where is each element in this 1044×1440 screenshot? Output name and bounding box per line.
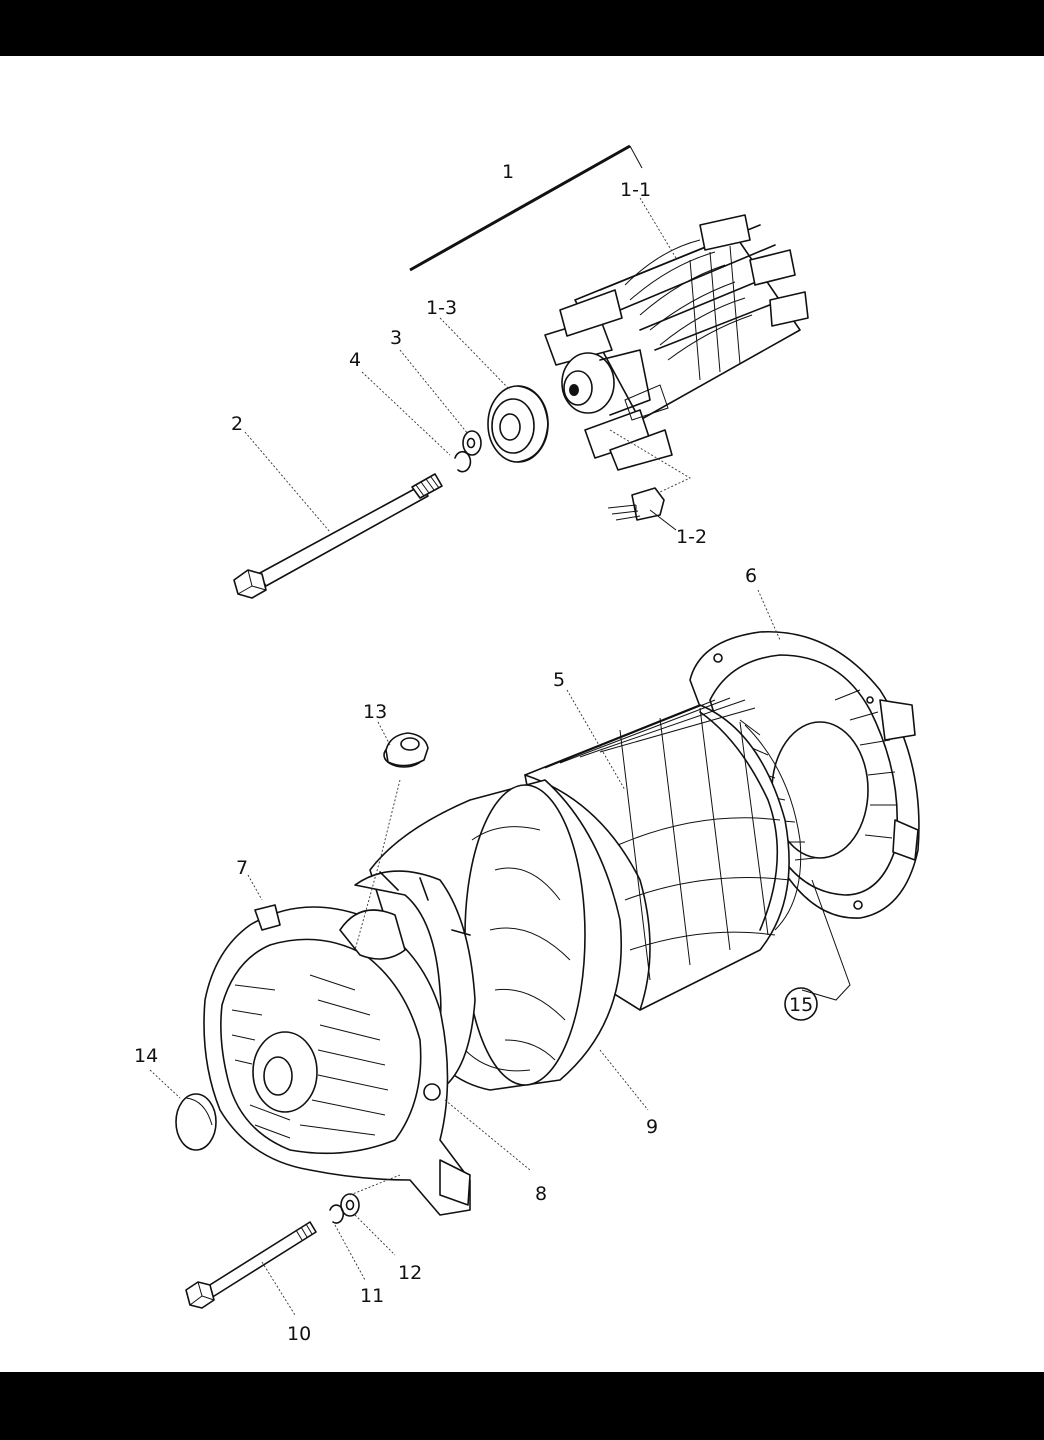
grommet-13 [384,733,428,767]
label-part-11: 11 [360,1285,384,1307]
label-part-7: 7 [236,857,248,879]
label-part-13: 13 [363,701,387,723]
rotor-assembly-bracket [410,146,642,270]
label-part-10: 10 [287,1323,311,1345]
label-part-8: 8 [535,1183,547,1205]
label-part-2: 2 [231,413,243,435]
label-part-14: 14 [134,1045,158,1067]
diode-1-2 [608,488,664,520]
label-part-3: 3 [390,327,402,349]
through-bolt-2 [234,474,442,598]
label-part-9: 9 [646,1116,658,1138]
label-part-1: 1 [502,161,514,183]
bearing-1-3 [488,386,548,462]
label-part-5: 5 [553,669,565,691]
label-part-4: 4 [349,349,361,371]
washer-3 [463,431,481,455]
label-part-1-2: 1-2 [676,526,707,548]
lock-washer-11 [330,1205,343,1223]
through-bolt-10 [186,1222,316,1308]
rotor-1-1 [545,215,808,470]
label-part-1-1: 1-1 [620,179,651,201]
label-part-1-3: 1-3 [426,297,457,319]
label-part-12: 12 [398,1262,422,1284]
label-part-6: 6 [745,565,757,587]
cover-14 [176,1094,216,1150]
label-part-15: 15 [789,994,813,1016]
lock-washer-4 [455,452,470,472]
